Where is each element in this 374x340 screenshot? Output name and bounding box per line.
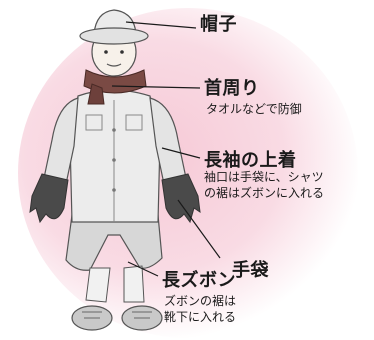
jacket xyxy=(69,89,161,223)
glove-label: 手袋 xyxy=(232,260,269,281)
pants-note-line1: ズボンの裾は xyxy=(164,294,237,308)
sleeve-leader-line xyxy=(161,147,201,159)
hat xyxy=(79,9,149,45)
glove-leader-line xyxy=(177,199,221,259)
hat-label: 帽子 xyxy=(200,14,237,35)
neck-note: タオルなどで防御 xyxy=(206,102,302,116)
leader-lines xyxy=(111,21,221,277)
pants-label: 長ズボン xyxy=(162,270,236,291)
pants xyxy=(65,214,163,303)
sleeve-note-line2: の裾はズボンに入れる xyxy=(204,186,325,200)
gloves xyxy=(29,173,201,224)
neck-scarf xyxy=(83,69,147,105)
shoes xyxy=(71,305,163,331)
pants-note-line2: 靴下に入れる xyxy=(164,310,237,324)
neck-label: 首周り xyxy=(204,78,260,99)
pants-leader-line xyxy=(127,261,159,277)
sleeve-note-line1: 袖口は手袋に、シャツ xyxy=(204,170,324,184)
neck-leader-line xyxy=(111,85,201,89)
hat-leader-line xyxy=(125,21,197,29)
sleeve-label: 長袖の上着 xyxy=(204,150,297,171)
